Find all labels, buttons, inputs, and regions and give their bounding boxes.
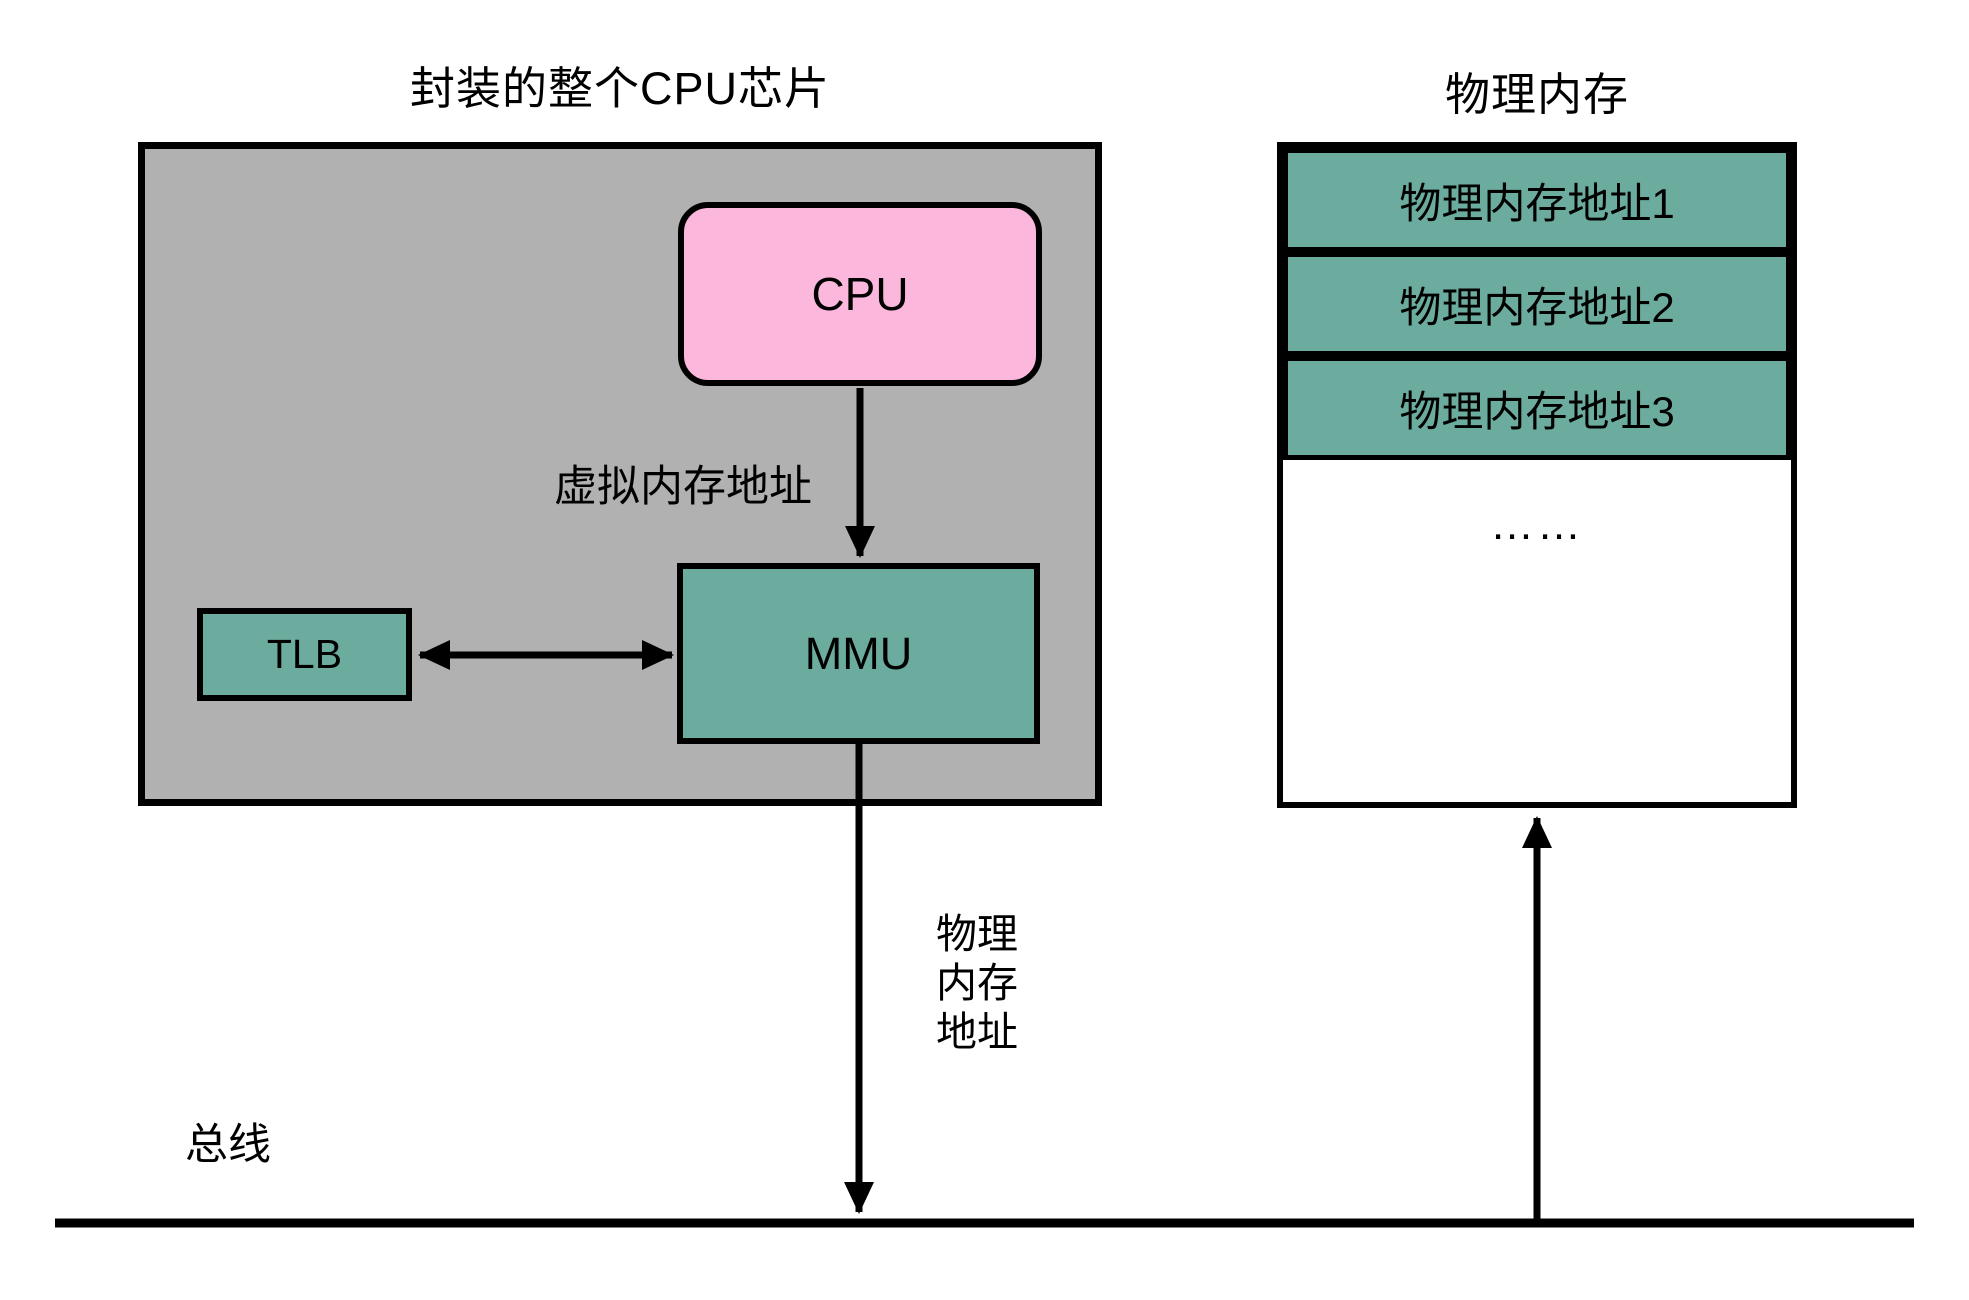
cpu-label: CPU bbox=[811, 268, 909, 320]
virtual-address-label: 虚拟内存地址 bbox=[554, 463, 812, 511]
cpu-box: CPU bbox=[678, 202, 1042, 386]
mmu-label: MMU bbox=[804, 627, 913, 679]
memory-row: 物理内存地址3 bbox=[1283, 356, 1791, 460]
tlb-label: TLB bbox=[266, 631, 343, 677]
tlb-box: TLB bbox=[197, 608, 412, 701]
memory-ellipsis: …… bbox=[1490, 500, 1584, 549]
memory-row: 物理内存地址1 bbox=[1283, 148, 1791, 252]
physical-memory-title: 物理内存 bbox=[1444, 69, 1629, 120]
cpu-chip-title: 封装的整个CPU芯片 bbox=[409, 63, 830, 114]
mmu-box: MMU bbox=[677, 563, 1040, 744]
bus-label: 总线 bbox=[185, 1121, 271, 1169]
memory-row: 物理内存地址2 bbox=[1283, 252, 1791, 356]
physical-address-label: 物理 内存 地址 bbox=[936, 911, 1018, 1055]
